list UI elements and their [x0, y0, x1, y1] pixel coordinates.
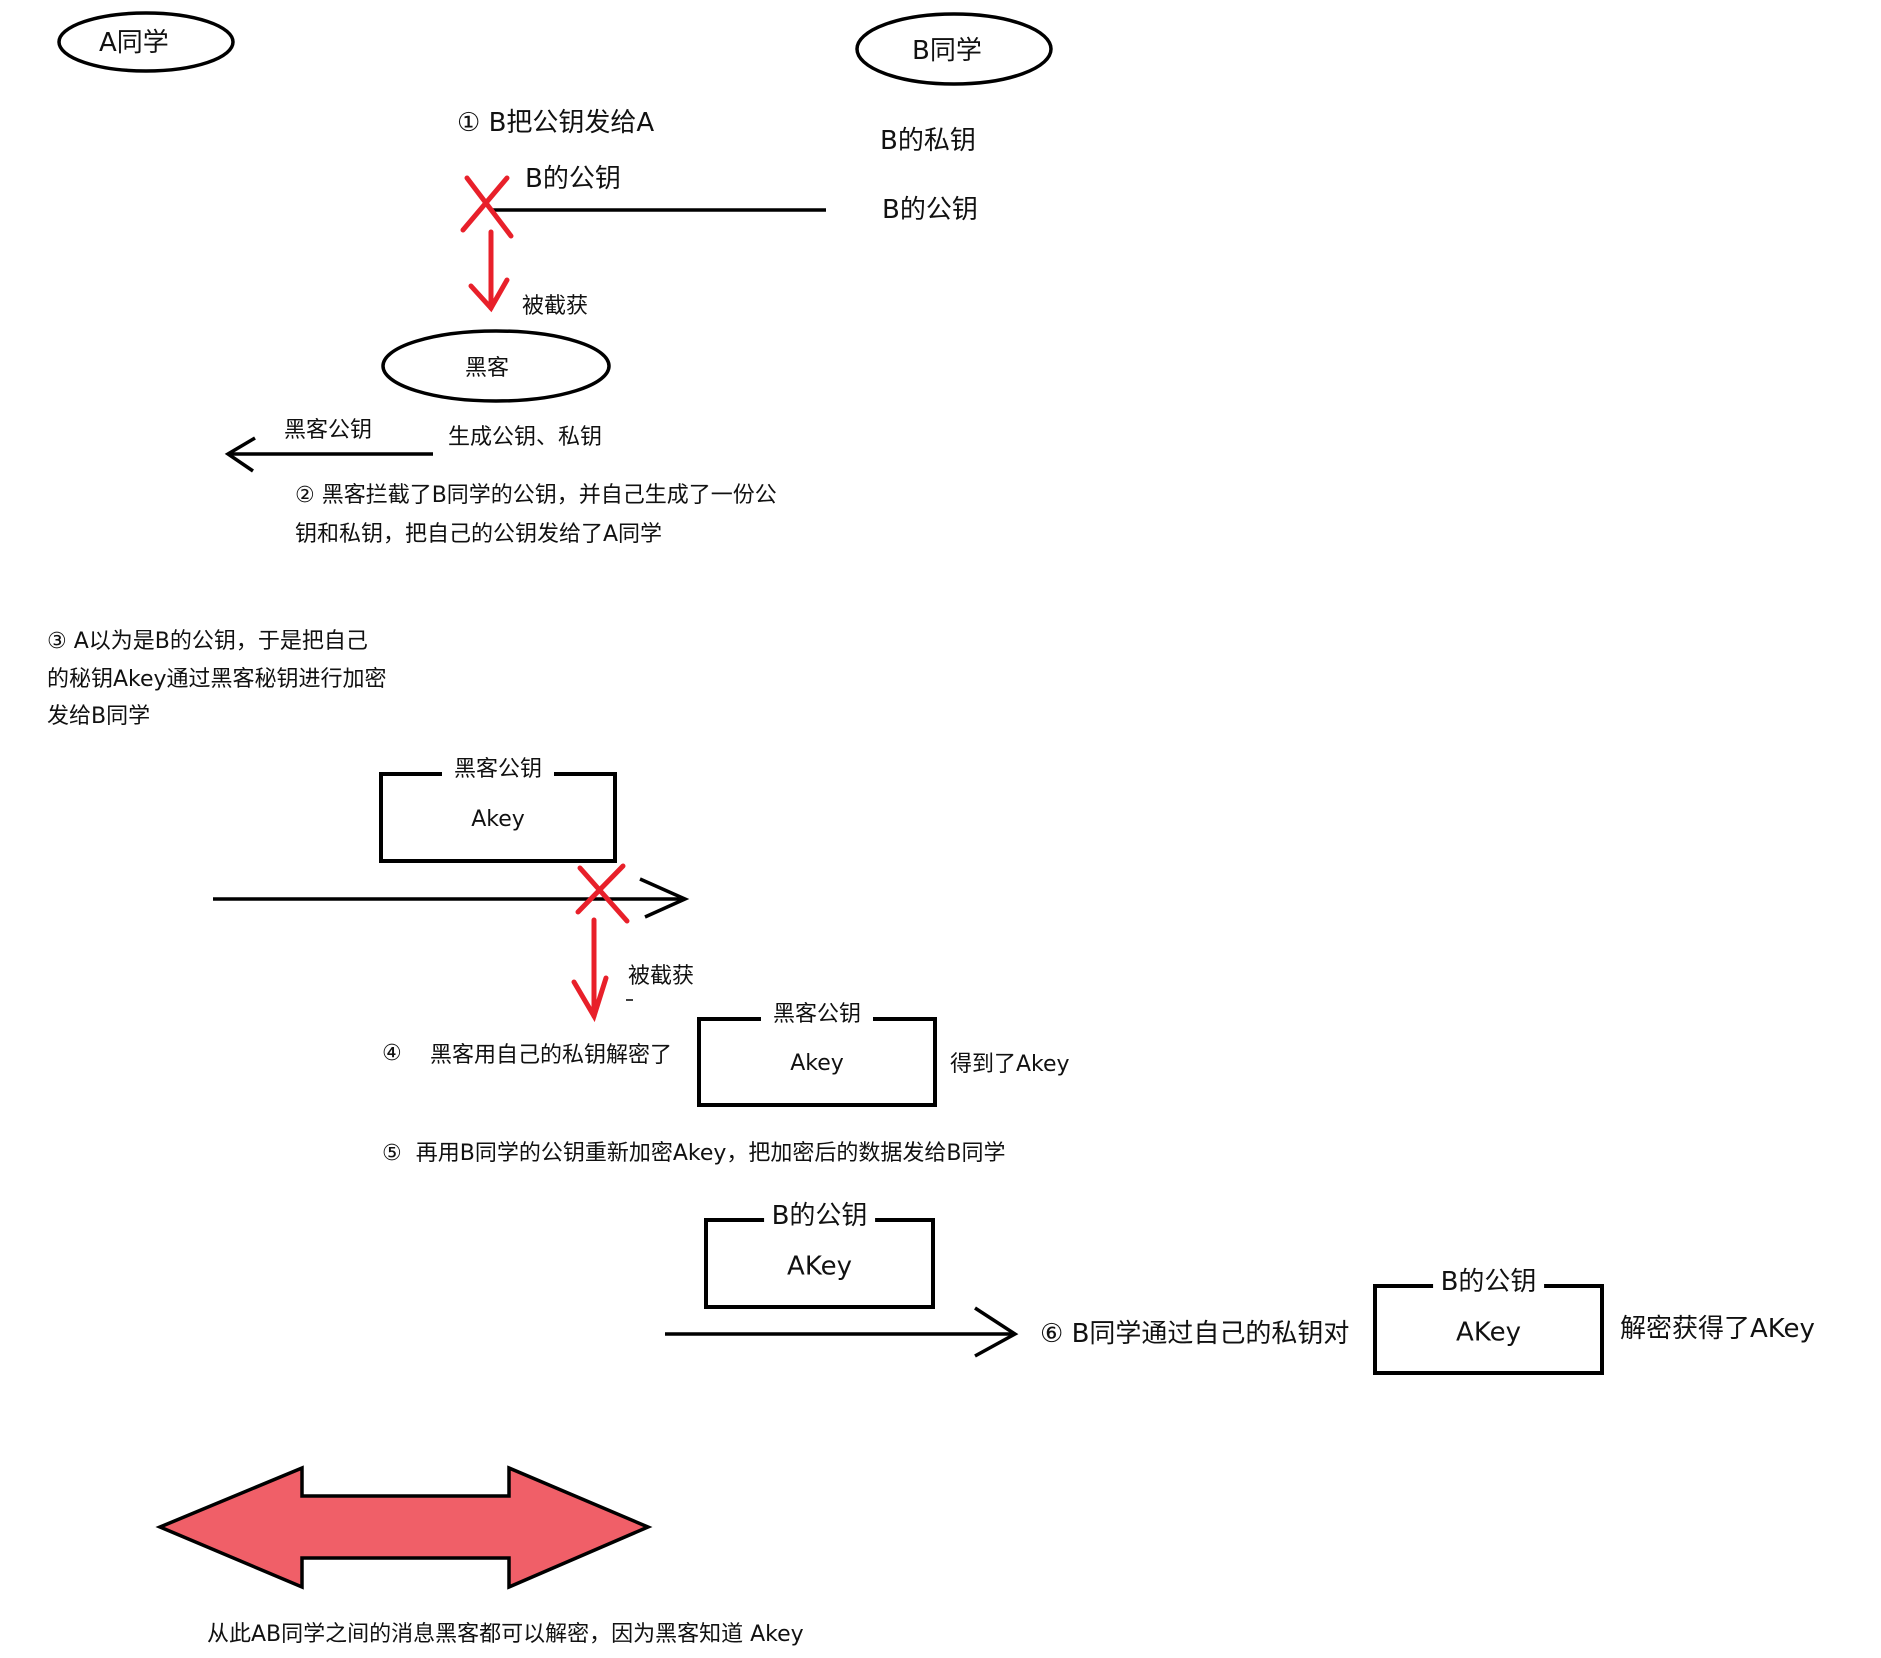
step1-title: ① B把公钥发给A: [457, 108, 655, 138]
step6-result: 解密获得了AKey: [1620, 1314, 1815, 1344]
step1-line-label: B的公钥: [525, 164, 621, 194]
box-content: AKey: [787, 1251, 852, 1282]
two-way-communication-arrow: [155, 1465, 653, 1590]
step2-desc-line2: 钥和私钥，把自己的公钥发给了A同学: [295, 522, 663, 547]
b-public-key-encrypted-box: B的公钥 AKey: [704, 1203, 935, 1309]
conclusion-text: 从此AB同学之间的消息黑客都可以解密，因为黑客知道 Akey: [207, 1622, 804, 1647]
hacker-decrypt-box: 黑客公钥 Akey: [697, 1004, 937, 1107]
hacker-label: 黑客: [465, 356, 510, 381]
step5-text: 再用B同学的公钥重新加密Akey，把加密后的数据发给B同学: [415, 1141, 1006, 1166]
hacker-key-left-arrow: [224, 436, 433, 473]
step6-desc: ⑥ B同学通过自己的私钥对: [1040, 1319, 1350, 1349]
box-content: AKey: [1456, 1317, 1521, 1348]
step3-desc-line1: ③ A以为是B的公钥，于是把自己: [47, 629, 368, 654]
step2-desc-line1: ② 黑客拦截了B同学的公钥，并自己生成了一份公: [295, 483, 777, 508]
intercept-x-icon: [460, 175, 514, 239]
box-key-label: B的公钥: [763, 1203, 876, 1229]
box-content: Akey: [790, 1051, 844, 1077]
intercepted-label: 被截获: [522, 294, 589, 319]
box-content: Akey: [471, 806, 525, 832]
step3-desc-line3: 发给B同学: [47, 704, 151, 729]
intercept-down-arrow-icon: [468, 229, 510, 313]
hacker-encrypted-akey-box: 黑客公钥 Akey: [379, 759, 617, 863]
hacker-node: [381, 329, 611, 403]
b-decrypt-box: B的公钥 AKey: [1373, 1269, 1604, 1375]
forward-to-b-arrow: [665, 1306, 1019, 1358]
box-key-label: 黑客公钥: [441, 759, 555, 781]
generate-keys-label: 生成公钥、私钥: [448, 425, 603, 450]
box-key-label: B的公钥: [1432, 1269, 1545, 1295]
intercept-down-arrow-icon-2: [571, 917, 609, 1023]
intercepted-label-2: 被截获: [628, 964, 695, 989]
akey-transfer-arrow: [213, 877, 690, 919]
student-a-label: A同学: [99, 28, 169, 58]
student-b-label: B同学: [912, 36, 982, 66]
step4-number: ④: [382, 1041, 402, 1066]
hacker-public-key-label: 黑客公钥: [284, 418, 373, 443]
b-public-key-label: B的公钥: [882, 195, 978, 225]
box-key-label: 黑客公钥: [760, 1004, 874, 1026]
step3-desc-line2: 的秘钥Akey通过黑客秘钥进行加密: [47, 667, 387, 692]
intercept-x-icon-2: [575, 863, 630, 924]
step5-desc: ⑤ 再用B同学的公钥重新加密Akey，把加密后的数据发给B同学: [382, 1143, 1005, 1165]
step5-number: ⑤: [382, 1141, 402, 1166]
b-private-key-label: B的私钥: [880, 126, 976, 156]
step4-result: 得到了Akey: [950, 1052, 1070, 1077]
step4-desc: 黑客用自己的私钥解密了: [430, 1043, 673, 1068]
student-b-node: [855, 12, 1053, 86]
student-a-node: [57, 11, 235, 73]
